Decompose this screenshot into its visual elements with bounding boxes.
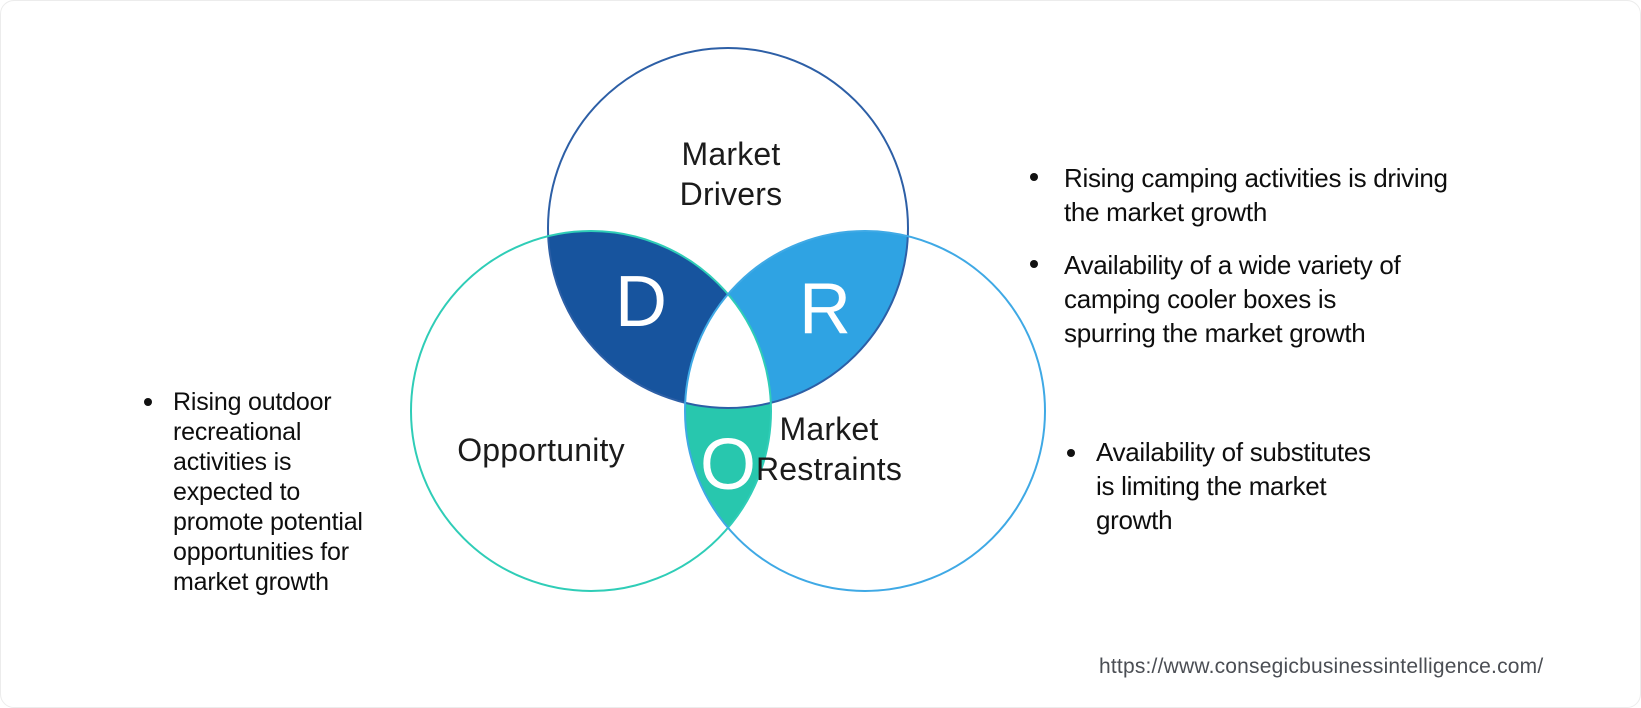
text-line: activities is: [173, 448, 292, 476]
text-line: Rising camping activities is driving: [1064, 163, 1448, 193]
text-line: Rising outdoor: [173, 388, 332, 416]
source-url: https://www.consegicbusinessintelligence…: [1099, 655, 1544, 678]
drivers-circle-label: Market Drivers: [680, 134, 783, 214]
text-line: the market growth: [1064, 197, 1267, 227]
opportunity-overlap-letter: O: [699, 425, 757, 505]
drivers-note-1: Rising camping activities is driving the…: [1064, 161, 1448, 229]
drivers-notes: Rising camping activities is driving the…: [1021, 161, 1448, 350]
restraints-notes: Availability of substitutes is limiting …: [1061, 435, 1371, 537]
text-line: Availability of a wide variety of: [1064, 250, 1401, 280]
bullet-icon: [139, 387, 173, 406]
restraints-label-line2: Restraints: [755, 451, 903, 487]
drivers-note-2: Availability of a wide variety of campin…: [1064, 248, 1401, 350]
restraints-circle-label: Market Restraints: [756, 409, 902, 489]
text-line: opportunities for: [173, 538, 349, 566]
text-line: promote potential: [173, 508, 363, 536]
list-item: Rising outdoor recreational activities i…: [139, 387, 363, 597]
text-line: recreational: [173, 418, 302, 446]
opportunity-circle-label: Opportunity: [457, 432, 625, 468]
text-line: spurring the market growth: [1064, 318, 1366, 348]
restraints-circle-outline: [684, 230, 1046, 592]
bullet-icon: [1021, 161, 1064, 181]
restraints-label-line1: Market: [779, 411, 879, 447]
restraints-overlap-letter: R: [799, 269, 851, 349]
list-item: Availability of substitutes is limiting …: [1061, 435, 1371, 537]
drivers-circle-outline: [547, 47, 909, 409]
opportunity-note-1: Rising outdoor recreational activities i…: [173, 387, 363, 597]
text-line: expected to: [173, 478, 301, 506]
drivers-restraints-overlap: [685, 231, 908, 408]
list-item: Rising camping activities is driving the…: [1021, 161, 1448, 229]
text-line: is limiting the market: [1096, 471, 1327, 501]
opportunity-notes: Rising outdoor recreational activities i…: [139, 387, 363, 597]
text-line: growth: [1096, 505, 1173, 535]
list-item: Availability of a wide variety of campin…: [1021, 248, 1448, 350]
drivers-overlap-letter: D: [615, 262, 667, 342]
bullet-icon: [1061, 435, 1096, 457]
drivers-label-line1: Market: [681, 136, 781, 172]
bullet-icon: [1021, 248, 1064, 268]
drivers-label-line2: Drivers: [679, 176, 783, 212]
drivers-opportunity-overlap: [548, 231, 771, 408]
opportunity-circle-outline: [410, 230, 772, 592]
text-line: Availability of substitutes: [1096, 437, 1371, 467]
text-line: market growth: [173, 568, 329, 596]
text-line: camping cooler boxes is: [1064, 284, 1337, 314]
restraints-note-1: Availability of substitutes is limiting …: [1096, 435, 1371, 537]
